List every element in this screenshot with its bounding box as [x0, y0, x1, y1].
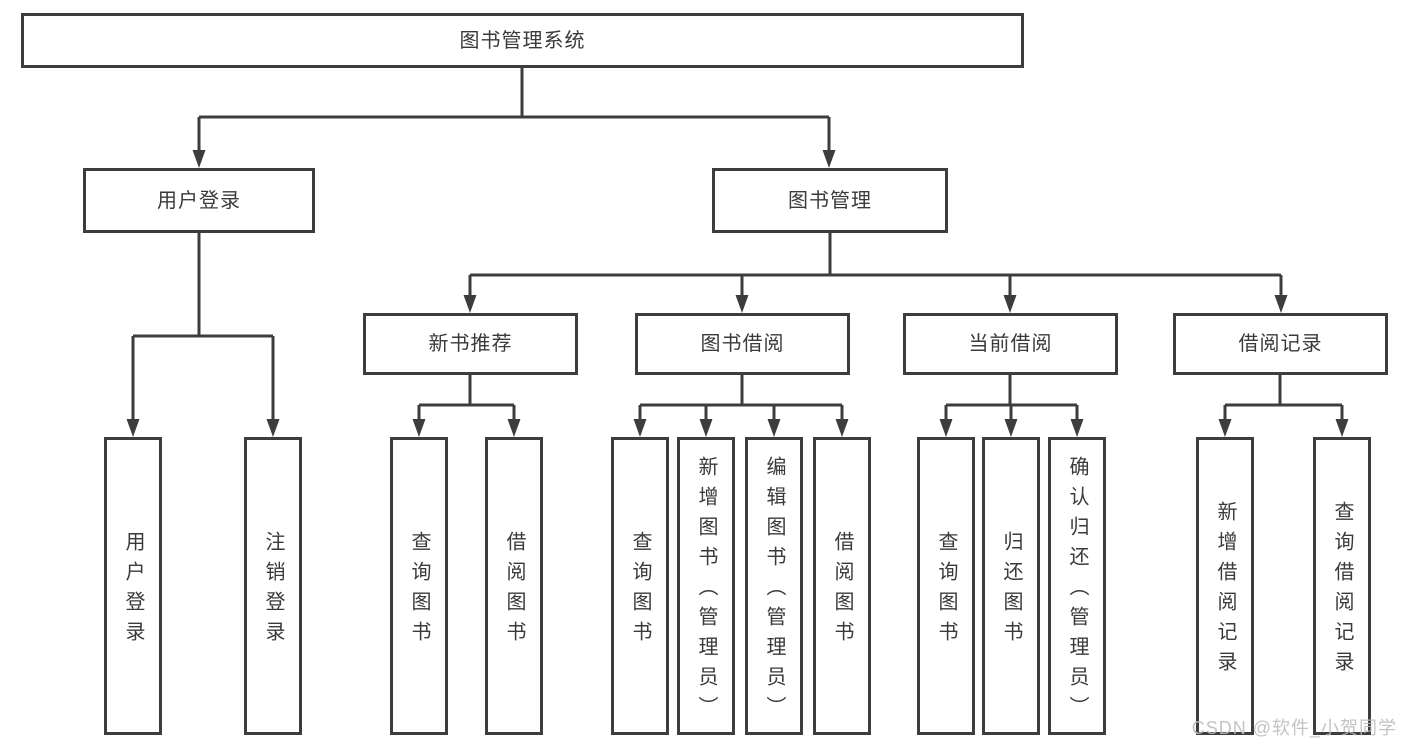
- leaf-label: 新增图书（管理员）: [695, 456, 717, 726]
- leaf-query-books-current: 查询图书: [917, 437, 975, 735]
- node-current-borrowing: 当前借阅: [903, 313, 1118, 375]
- csdn-watermark: CSDN @软件_小贺同学: [1191, 718, 1397, 738]
- leaf-label: 归还图书: [1000, 531, 1022, 651]
- node-user-login-branch: 用户登录: [83, 168, 315, 233]
- leaf-logout: 注销登录: [244, 437, 302, 735]
- leaf-return-books: 归还图书: [982, 437, 1040, 735]
- node-label: 借阅记录: [1238, 333, 1323, 355]
- leaf-add-borrow-record: 新增借阅记录: [1196, 437, 1254, 735]
- node-book-management-branch: 图书管理: [712, 168, 948, 233]
- leaf-query-books-recommend: 查询图书: [390, 437, 448, 735]
- leaf-borrow-books-recommend: 借阅图书: [485, 437, 543, 735]
- leaf-confirm-return-admin: 确认归还（管理员）: [1048, 437, 1106, 735]
- leaf-query-books-borrowing: 查询图书: [611, 437, 669, 735]
- node-label: 图书管理: [788, 189, 872, 212]
- node-label: 用户登录: [157, 189, 241, 212]
- node-label: 当前借阅: [968, 333, 1053, 355]
- node-label: 新书推荐: [428, 333, 513, 355]
- leaf-user-login: 用户登录: [104, 437, 162, 735]
- leaf-label: 查询图书: [935, 531, 957, 651]
- leaf-add-books-admin: 新增图书（管理员）: [677, 437, 735, 735]
- leaf-borrow-books: 借阅图书: [813, 437, 871, 735]
- leaf-label: 编辑图书（管理员）: [763, 456, 785, 726]
- leaf-label: 查询图书: [629, 531, 651, 651]
- leaf-label: 查询图书: [408, 531, 430, 651]
- node-label: 图书借阅: [700, 333, 785, 355]
- arrowheads: [126, 150, 1349, 437]
- node-new-book-recommendation: 新书推荐: [363, 313, 578, 375]
- leaf-label: 查询借阅记录: [1331, 501, 1353, 681]
- leaf-edit-books-admin: 编辑图书（管理员）: [745, 437, 803, 735]
- leaf-label: 借阅图书: [831, 531, 853, 651]
- node-library-management-system: 图书管理系统: [21, 13, 1024, 68]
- leaf-query-borrow-record: 查询借阅记录: [1313, 437, 1371, 735]
- leaf-label: 借阅图书: [503, 531, 525, 651]
- node-book-borrowing: 图书借阅: [635, 313, 850, 375]
- node-label: 图书管理系统: [459, 29, 586, 52]
- leaf-label: 注销登录: [262, 531, 284, 651]
- leaf-label: 用户登录: [122, 531, 144, 651]
- leaf-label: 新增借阅记录: [1214, 501, 1236, 681]
- leaf-label: 确认归还（管理员）: [1066, 456, 1088, 726]
- node-borrow-records: 借阅记录: [1173, 313, 1388, 375]
